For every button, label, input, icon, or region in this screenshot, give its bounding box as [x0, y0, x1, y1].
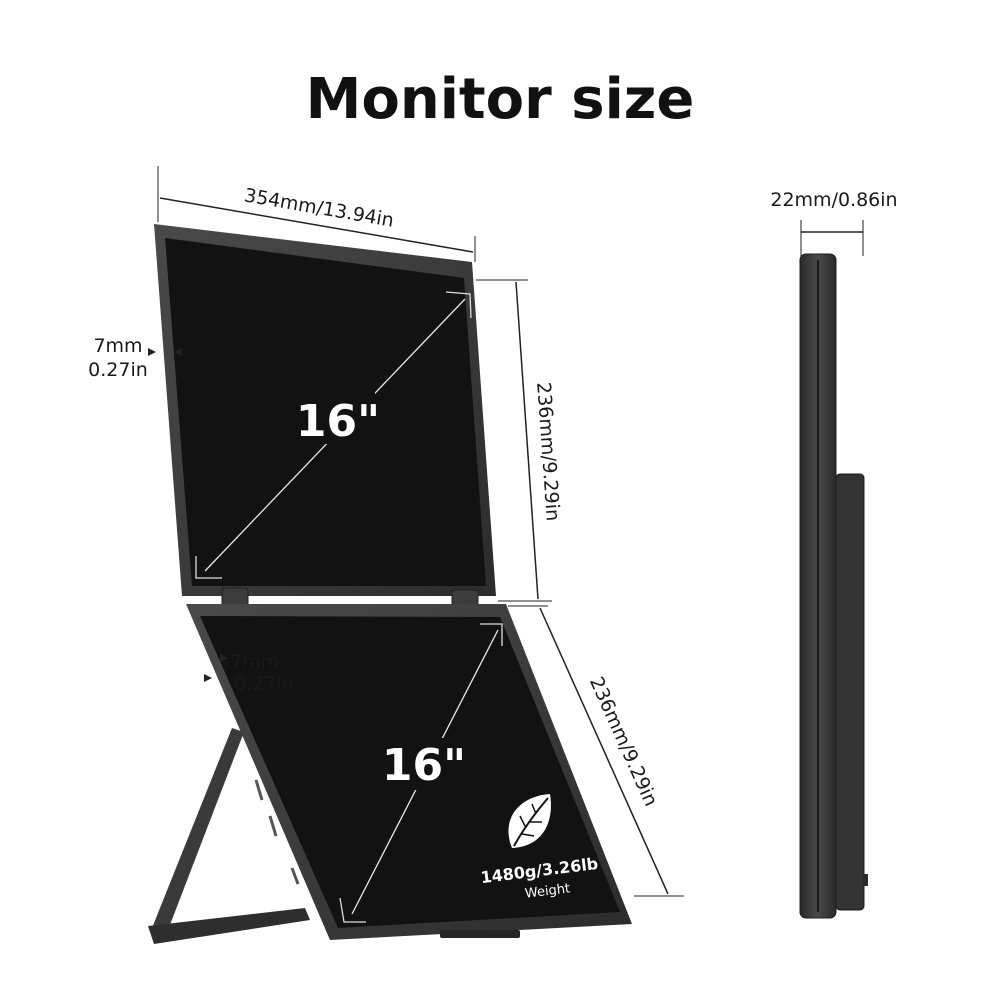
upper-bezel-in: 0.27in: [88, 359, 148, 381]
upper-monitor: 16": [154, 224, 496, 615]
lower-bezel-mm: 7mm: [230, 651, 279, 673]
side-view-monitor: [799, 253, 868, 919]
lower-monitor: 16" 1480g/3.26lb Weight: [148, 604, 632, 944]
upper-bezel-dimension: 7mm 0.27in: [88, 335, 182, 381]
upper-diagonal-size: 16": [296, 396, 380, 447]
leaf-icon: [508, 794, 551, 848]
kickstand-leg: [152, 728, 244, 930]
upper-bezel-mm: 7mm: [93, 335, 142, 357]
lower-bezel-in: 0.27in: [234, 673, 294, 695]
thickness-label: 22mm/0.86in: [770, 189, 897, 211]
lower-bezel-dimension: 7mm 0.27in: [204, 651, 294, 695]
lower-height-label: 236mm/9.29in: [585, 673, 662, 809]
page-title: Monitor size: [306, 67, 695, 132]
upper-height-label: 236mm/9.29in: [532, 381, 564, 522]
side-view-kickstand: [835, 473, 865, 911]
weight-label: Weight: [524, 881, 571, 901]
thickness-dimension: 22mm/0.86in: [770, 189, 898, 256]
lower-diagonal-size: 16": [382, 740, 466, 791]
kickstand-base: [148, 908, 310, 944]
